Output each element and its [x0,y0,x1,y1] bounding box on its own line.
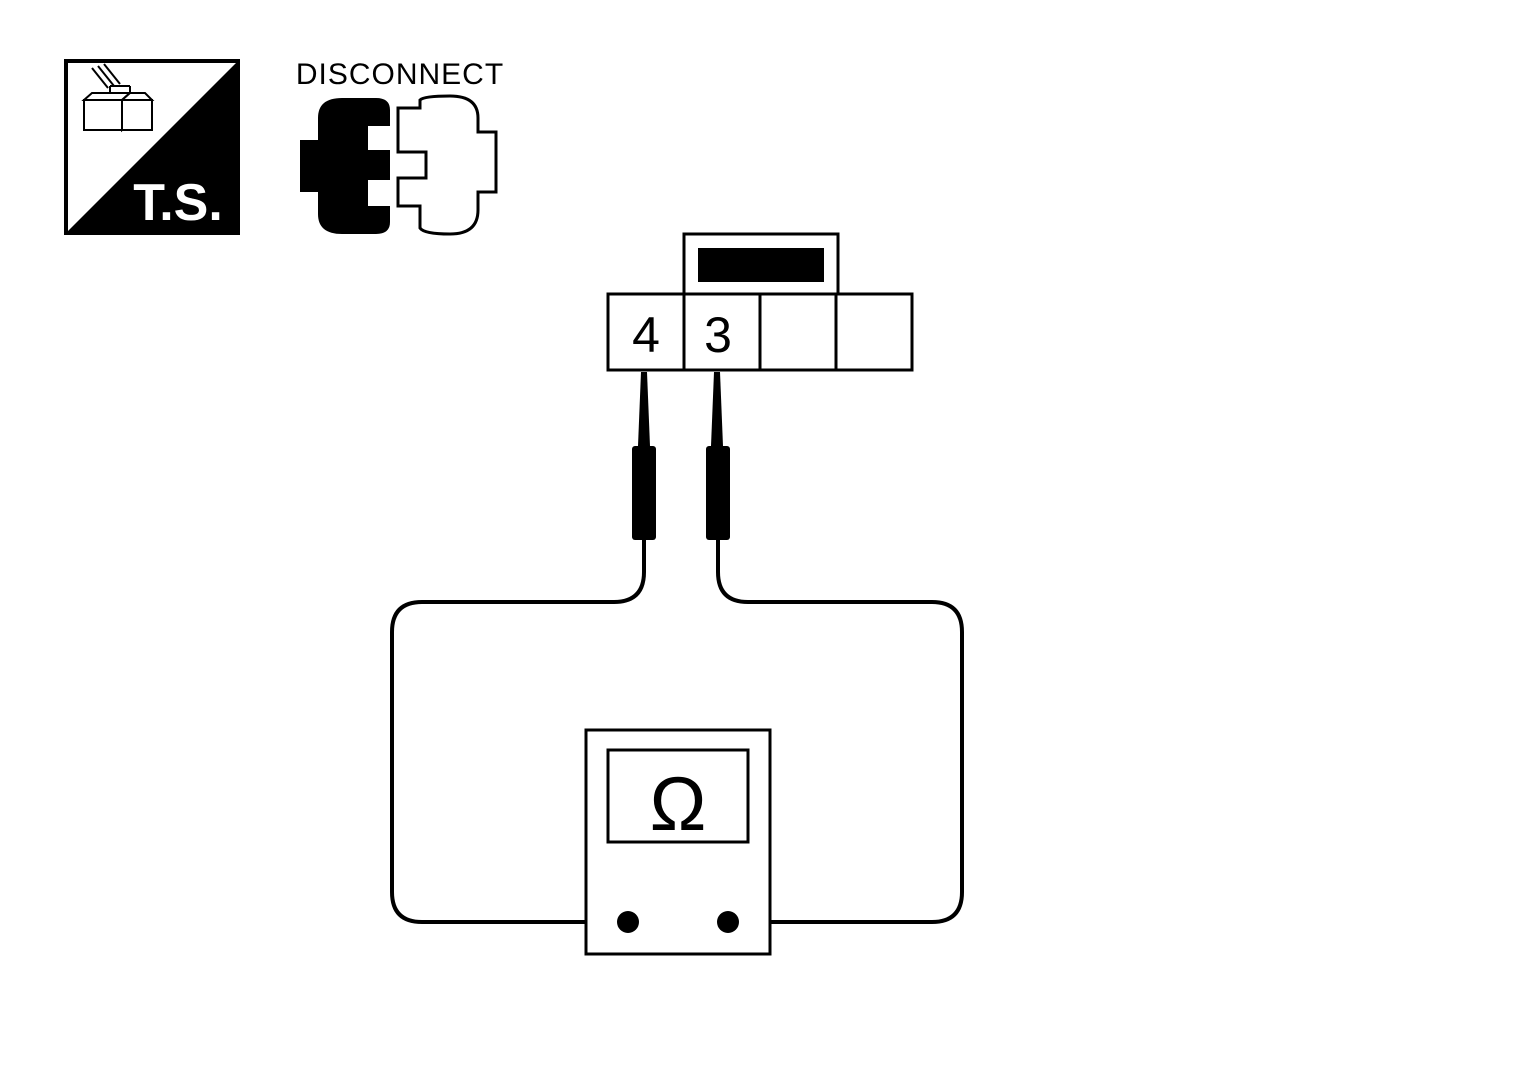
ohmmeter-display [606,748,750,844]
connector-cavity [834,292,914,372]
meter-terminal [717,911,739,933]
terminal-label: 3 [704,307,732,363]
ts-connector-icon [81,63,155,133]
connector-cavity [758,292,838,372]
test-lead-right [716,540,964,924]
terminal-label: 4 [632,307,660,363]
connector-lock-bar [698,248,824,282]
probe-right [706,372,730,540]
disconnect-connector-icon [300,94,498,236]
ohmmeter [584,728,772,956]
connector-cavity [606,292,686,372]
ts-badge: T.S. [64,59,240,235]
disconnect-label: DISCONNECT [296,58,504,91]
connector-cavity [682,292,762,372]
probe-left [632,372,656,540]
harness-connector [606,232,914,372]
meter-terminal [617,911,639,933]
disconnect-icon: DISCONNECT [296,58,504,236]
test-lead-left [390,540,646,924]
ts-label: T.S. [133,174,223,232]
ohmmeter-icon: Ω [650,762,707,847]
